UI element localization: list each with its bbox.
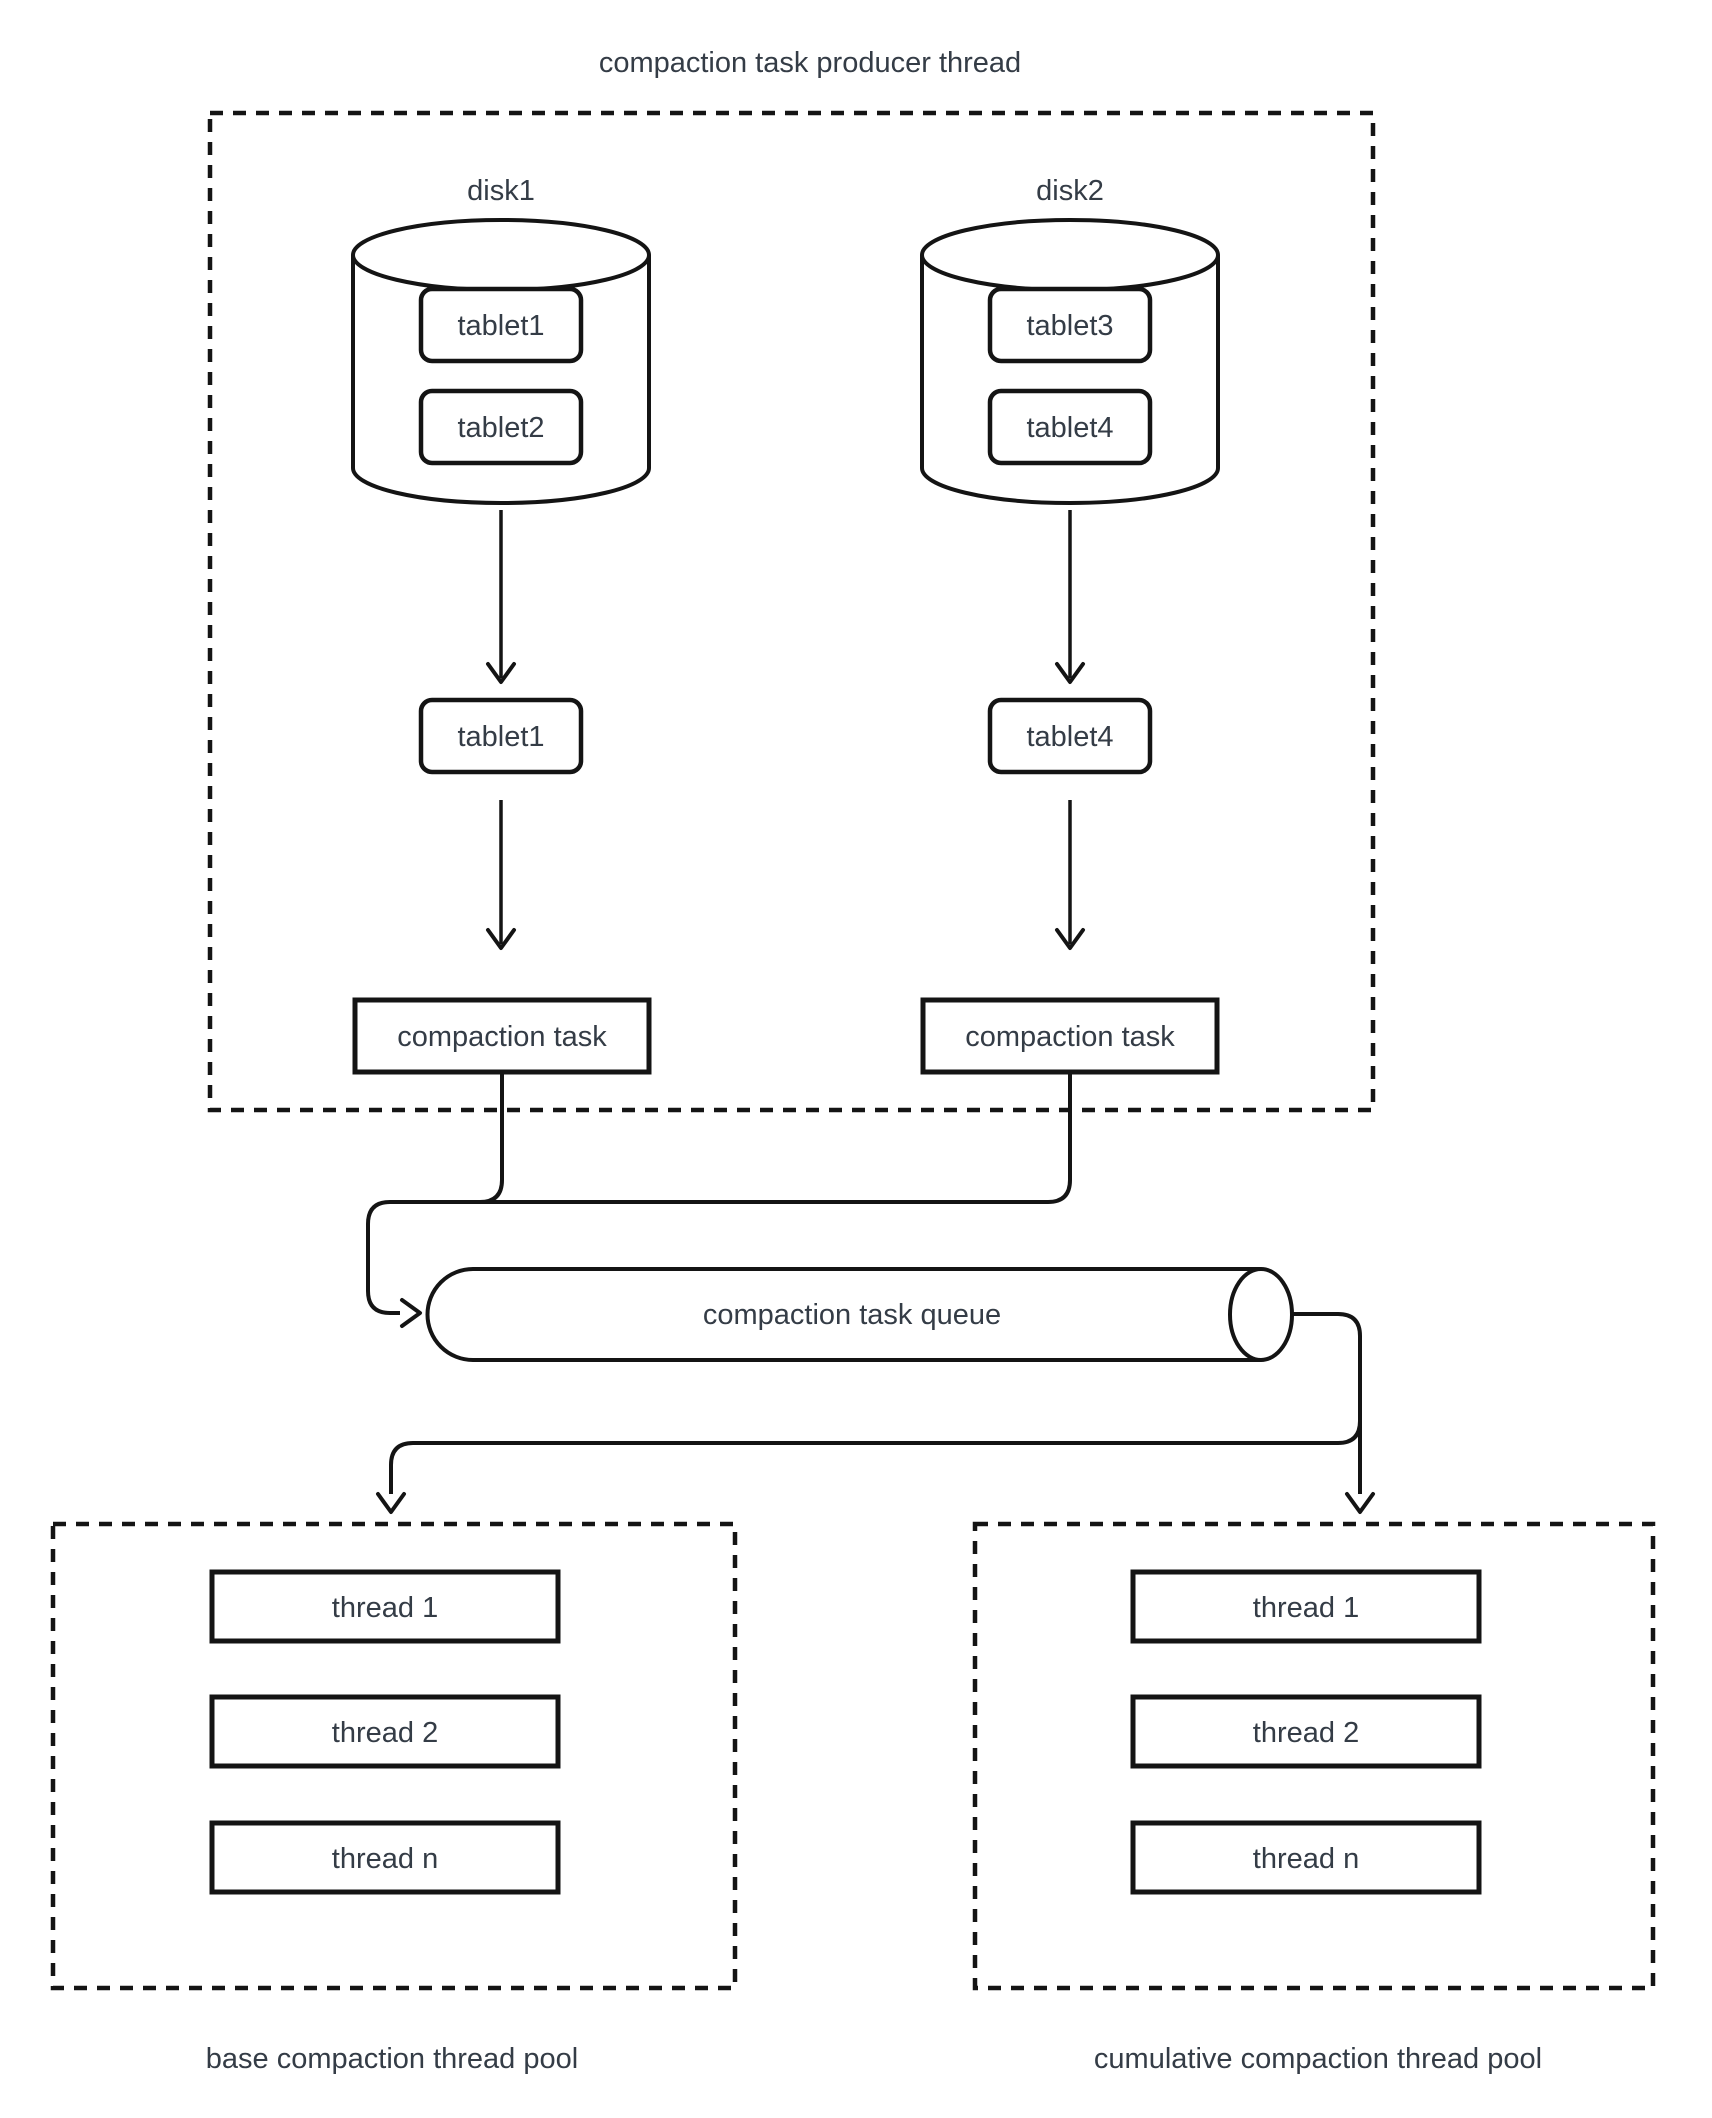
picked-tablet4-label: tablet4 [1026, 721, 1113, 753]
base-pool-thread2-label: thread 2 [332, 1717, 438, 1749]
disk2-cylinder-top [920, 218, 1220, 292]
cumulative-pool-thread1-label: thread 1 [1253, 1592, 1359, 1624]
producer-title: compaction task producer thread [599, 47, 1021, 79]
queue-group: compaction task queue [425, 1267, 1294, 1362]
picked-tablet1-label: tablet1 [457, 721, 544, 753]
producer-dashed-box [207, 110, 1376, 1113]
base-pool-dashed-box [50, 1521, 738, 1991]
cumulative-pool-thread2-box [1130, 1694, 1482, 1769]
arrow-disk1-to-tablet1-head [486, 662, 516, 684]
compaction-task-left-box [352, 997, 652, 1075]
base-pool-threadn-label: thread n [332, 1843, 438, 1875]
base-pool-thread1-label: thread 1 [332, 1592, 438, 1624]
disk1-label: disk1 [467, 175, 535, 207]
connector-queue-to-base-pool [389, 1420, 1362, 1494]
disk1-tablet1-box [418, 286, 584, 364]
queue-cylinder-end [1228, 1267, 1294, 1362]
connector-left-task-to-queue [479, 1072, 504, 1204]
arrow-into-queue-head [400, 1298, 422, 1328]
connector-queue-to-cumulative-pool [1292, 1312, 1362, 1494]
arrow-into-cumulative-pool-head [1345, 1492, 1375, 1514]
disk2-tablet3-label: tablet3 [1026, 310, 1113, 342]
compaction-task-right-label: compaction task [965, 1021, 1175, 1053]
disk2-label: disk2 [1036, 175, 1104, 207]
disk1-tablet2-label: tablet2 [457, 412, 544, 444]
disk1-cylinder-top [351, 218, 651, 292]
picked-tablet1-box [418, 697, 584, 775]
base-pool-thread1-box [209, 1569, 561, 1644]
cumulative-pool-threadn-box [1130, 1820, 1482, 1895]
disk2-group: disk2 tablet3 tablet4 [920, 175, 1220, 505]
cumulative-pool-dashed-box [972, 1521, 1656, 1991]
queue-cylinder-body [425, 1267, 1261, 1362]
connector-right-task-to-queue [366, 1072, 1072, 1315]
base-pool-thread2-box [209, 1694, 561, 1769]
disk1-tablet2-box [418, 388, 584, 466]
queue-label: compaction task queue [703, 1299, 1001, 1331]
base-pool-threadn-box [209, 1820, 561, 1895]
arrow-tablet1-to-task-head [486, 928, 516, 950]
arrow-into-base-pool-head [376, 1492, 406, 1514]
cumulative-pool-caption: cumulative compaction thread pool [1094, 2043, 1542, 2075]
disk1-group: disk1 tablet1 tablet2 [351, 175, 651, 505]
compaction-task-left-label: compaction task [397, 1021, 607, 1053]
arrow-disk2-to-tablet4-head [1055, 662, 1085, 684]
cumulative-pool-group: thread 1 thread 2 thread n cumulative co… [972, 1521, 1656, 2075]
cumulative-pool-threadn-label: thread n [1253, 1843, 1359, 1875]
cumulative-pool-thread2-label: thread 2 [1253, 1717, 1359, 1749]
picked-tablet4-box [987, 697, 1153, 775]
disk2-tablet4-box [987, 388, 1153, 466]
compaction-task-right-box [920, 997, 1220, 1075]
disk2-tablet4-label: tablet4 [1026, 412, 1113, 444]
disk2-tablet3-box [987, 286, 1153, 364]
arrow-tablet4-to-task-head [1055, 928, 1085, 950]
disk1-tablet1-label: tablet1 [457, 310, 544, 342]
base-pool-caption: base compaction thread pool [206, 2043, 578, 2075]
cumulative-pool-thread1-box [1130, 1569, 1482, 1644]
base-pool-group: thread 1 thread 2 thread n base compacti… [50, 1521, 738, 2075]
